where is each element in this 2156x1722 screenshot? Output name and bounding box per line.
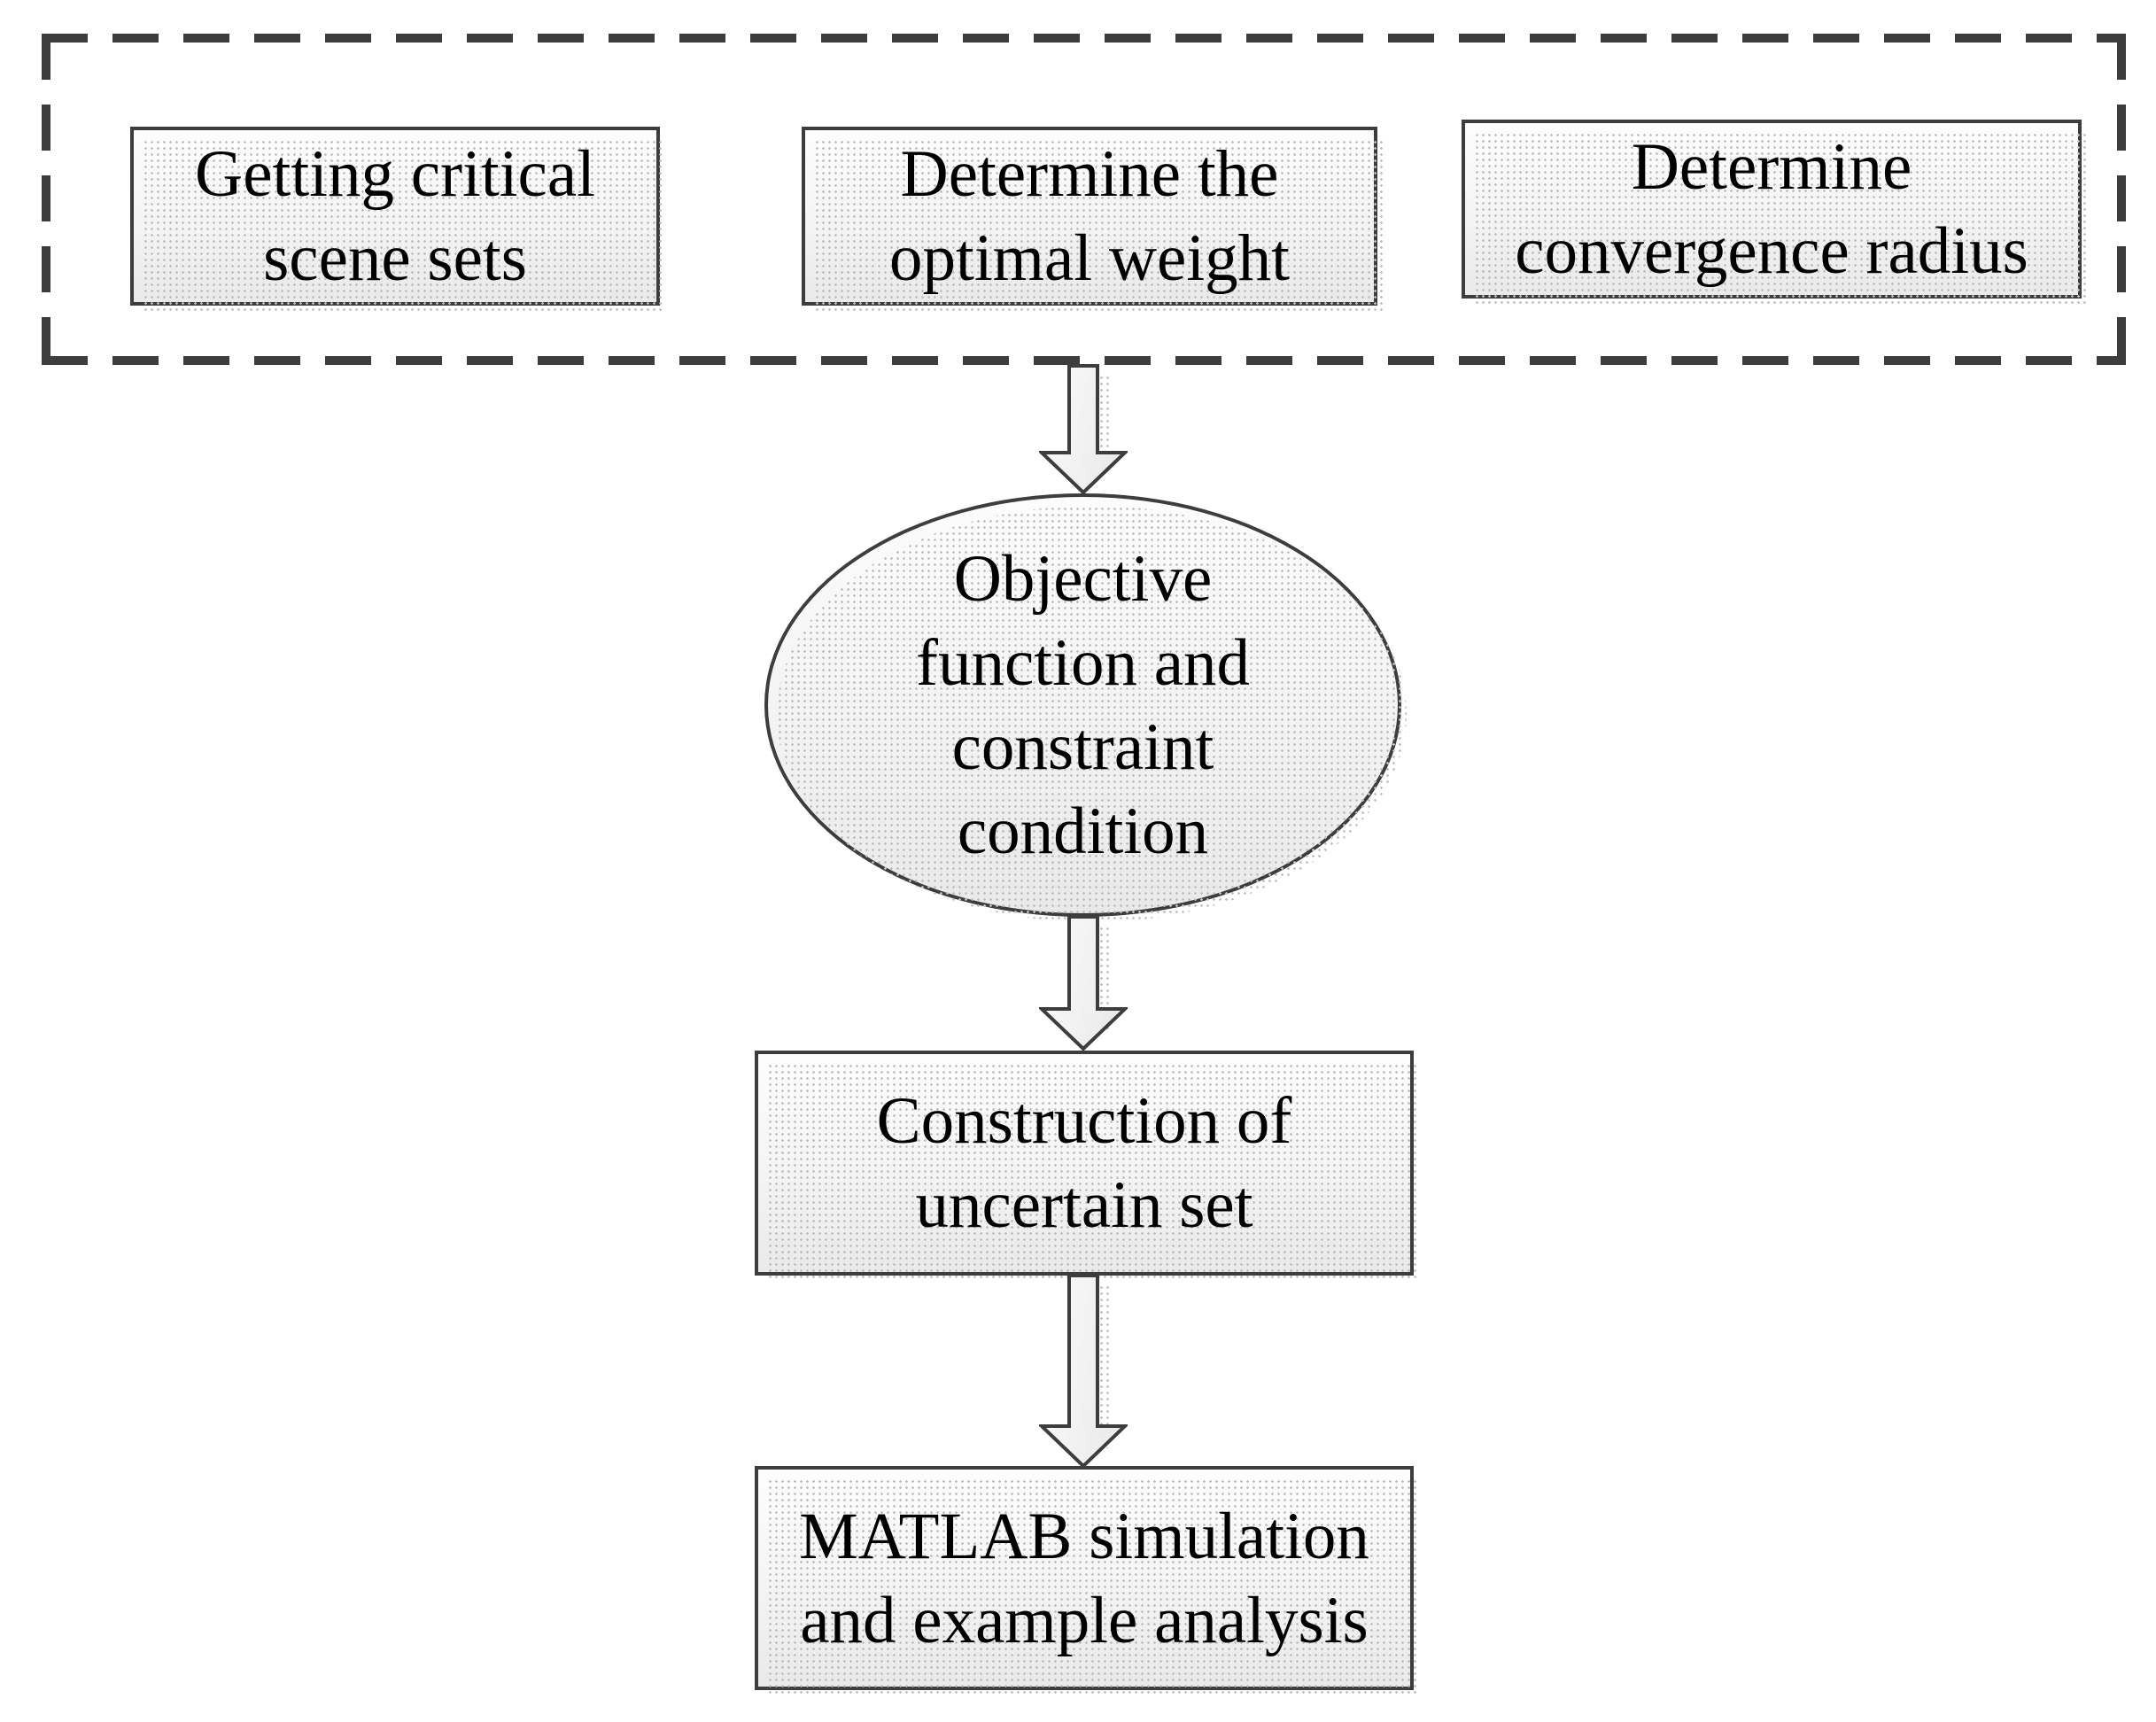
node-label-line: function and bbox=[916, 626, 1250, 700]
node-label-line: Construction of bbox=[876, 1084, 1292, 1158]
node-getting-critical-scene-sets: Getting critical scene sets bbox=[130, 127, 665, 311]
node-label-line: condition bbox=[957, 795, 1209, 868]
node-label-line: and example analysis bbox=[800, 1583, 1369, 1657]
down-arrow-icon bbox=[1039, 915, 1128, 1051]
node-label-line: Determine bbox=[1631, 130, 1912, 204]
node-label-line: constraint bbox=[951, 710, 1214, 784]
node-objective-function-constraint: Objective function and constraint condit… bbox=[764, 493, 1407, 922]
node-label-line: Determine the bbox=[900, 137, 1279, 211]
node-label-line: scene sets bbox=[263, 221, 527, 295]
node-label-line: optimal weight bbox=[888, 221, 1290, 295]
node-label-line: uncertain set bbox=[915, 1168, 1253, 1242]
node-label-line: MATLAB simulation bbox=[799, 1499, 1369, 1573]
node-determine-optimal-weight: Determine the optimal weight bbox=[802, 127, 1383, 311]
node-label-line: convergence radius bbox=[1515, 214, 2028, 288]
node-construction-uncertain-set: Construction of uncertain set bbox=[755, 1051, 1419, 1281]
node-label-line: Objective bbox=[953, 542, 1213, 616]
node-label-line: Getting critical bbox=[195, 137, 595, 211]
node-matlab-simulation-analysis: MATLAB simulation and example analysis bbox=[755, 1466, 1419, 1695]
down-arrow-icon bbox=[1039, 364, 1128, 494]
down-arrow-icon bbox=[1039, 1274, 1128, 1468]
node-determine-convergence-radius: Determine convergence radius bbox=[1462, 120, 2087, 304]
